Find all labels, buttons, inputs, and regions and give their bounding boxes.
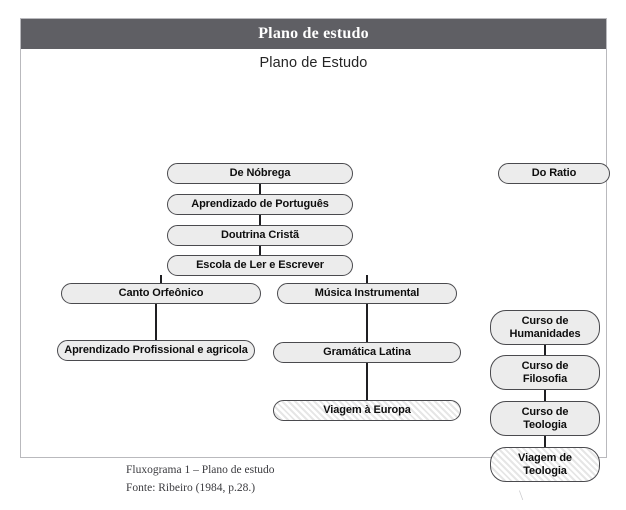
edge-humanidades-to-filosofia — [544, 343, 546, 356]
node-curso-de-humanidades[interactable]: Curso de Humanidades — [490, 310, 600, 345]
node-label: Curso de Humanidades — [509, 315, 581, 340]
edge-teologia-to-viagem-teologia — [544, 435, 546, 448]
node-label: Viagem à Europa — [323, 404, 411, 417]
node-de-nobrega[interactable]: De Nóbrega — [167, 163, 353, 184]
caption-line-1: Fluxograma 1 – Plano de estudo — [126, 464, 275, 476]
node-curso-de-teologia[interactable]: Curso de Teologia — [490, 401, 600, 436]
edge-musica-to-gramatica — [366, 303, 368, 343]
node-aprendizado-de-portugues[interactable]: Aprendizado de Português — [167, 194, 353, 215]
window-title-bar: Plano de estudo — [21, 19, 606, 49]
node-viagem-a-europa[interactable]: Viagem à Europa — [273, 400, 461, 421]
edge-escola-to-canto-orfeonico — [160, 275, 162, 284]
edge-filosofia-to-teologia — [544, 389, 546, 402]
node-label: De Nóbrega — [229, 167, 291, 180]
node-escola-de-ler-e-escrever[interactable]: Escola de Ler e Escrever — [167, 255, 353, 276]
document-frame: Plano de estudo Plano de Estudo De Nóbre… — [20, 18, 610, 482]
flowchart-canvas: De Nóbrega Aprendizado de Português Dout… — [21, 49, 610, 482]
edge-escola-to-musica-instrumental — [366, 275, 368, 284]
node-doutrina-crista[interactable]: Doutrina Cristã — [167, 225, 353, 246]
caption-line-2: Fonte: Ribeiro (1984, p.28.) — [126, 481, 256, 494]
node-label: Curso de Filosofia — [521, 360, 569, 385]
node-label: Aprendizado de Português — [191, 198, 329, 211]
node-curso-de-filosofia[interactable]: Curso de Filosofia — [490, 355, 600, 390]
node-do-ratio[interactable]: Do Ratio — [498, 163, 610, 184]
node-musica-instrumental[interactable]: Música Instrumental — [277, 283, 457, 304]
edge-canto-to-aprendizado-profissional — [155, 303, 157, 341]
node-canto-orfeonico[interactable]: Canto Orfeônico — [61, 283, 261, 304]
edge-aprendizado-portugues-to-doutrina-crista — [259, 214, 261, 226]
figure-caption: Fluxograma 1 – Plano de estudo Fonte: Ri… — [126, 462, 275, 498]
window-title: Plano de estudo — [258, 25, 369, 42]
node-label: Canto Orfeônico — [118, 287, 204, 300]
node-label: Do Ratio — [531, 167, 577, 180]
node-label: Música Instrumental — [314, 287, 420, 300]
node-label: Escola de Ler e Escrever — [196, 259, 324, 272]
node-label: Viagem de Teologia — [518, 452, 572, 477]
edge-doutrina-crista-to-escola — [259, 245, 261, 256]
edge-de-nobrega-to-aprendizado-portugues — [259, 183, 261, 195]
node-gramatica-latina[interactable]: Gramática Latina — [273, 342, 461, 363]
node-label: Aprendizado Profissional e agricola — [64, 344, 248, 357]
node-label: Curso de Teologia — [521, 406, 569, 431]
figure-heading: Plano de Estudo — [259, 55, 368, 71]
node-viagem-de-teologia[interactable]: Viagem de Teologia — [490, 447, 600, 482]
stray-mark: \ — [519, 488, 524, 504]
node-label: Doutrina Cristã — [221, 229, 299, 242]
node-aprendizado-profissional-e-agricola[interactable]: Aprendizado Profissional e agricola — [57, 340, 255, 361]
edge-gramatica-to-viagem-europa — [366, 362, 368, 401]
node-label: Gramática Latina — [323, 346, 411, 359]
